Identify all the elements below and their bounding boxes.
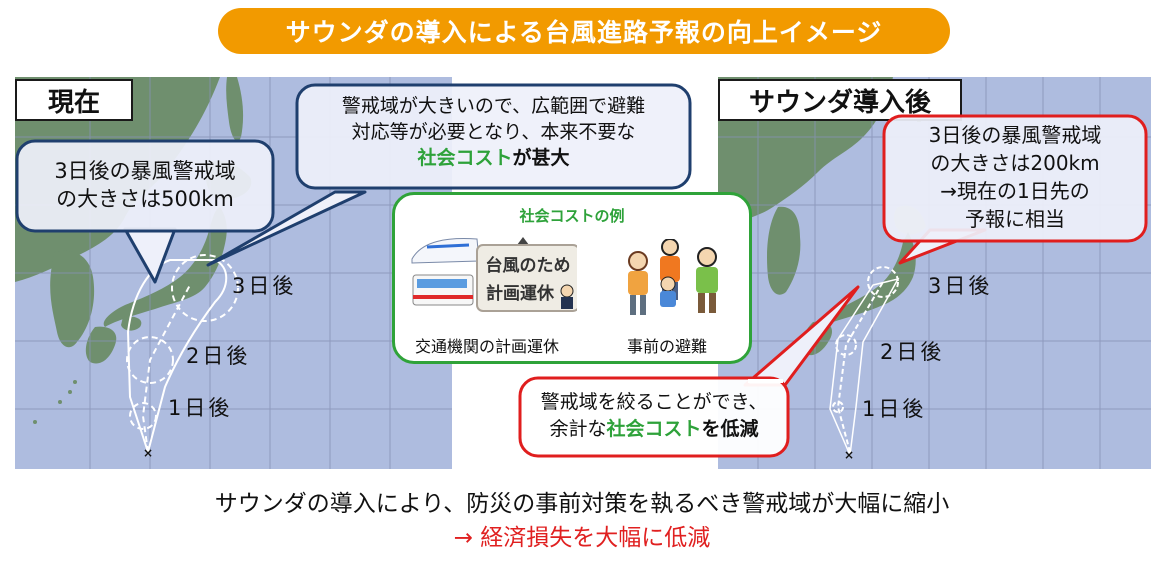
summary-line2: → 経済損失を大幅に低減 <box>453 525 711 551</box>
social-cost-examples: 社会コストの例 台風のため 計画運休 交通機関の計画運休 事前の避難 <box>392 192 752 364</box>
current-warning-line2: の大きさは500km <box>56 187 234 211</box>
after-warning-line2: の大きさは200km <box>930 151 1100 175</box>
right-track-label-day3: 3日後 <box>928 274 993 298</box>
current-warning-line1: 3日後の暴風警戒域 <box>54 159 236 183</box>
current-warning-bubble: 3日後の暴風警戒域 の大きさは500km <box>17 157 273 213</box>
page-title: サウンダの導入による台風進路予報の向上イメージ <box>218 8 950 54</box>
evacuation-illustration <box>628 239 718 315</box>
social-cost-highlight: 社会コスト <box>606 418 702 440</box>
after-warning-line1: 3日後の暴風警戒域 <box>928 123 1102 147</box>
social-cost-bubble: 警戒域が大きいので、広範囲で避難 対応等が必要となり、本来不要な 社会コストが甚… <box>297 93 690 171</box>
sign-line1: 台風のため <box>486 255 571 276</box>
after-sounder-label: サウンダ導入後 <box>718 79 962 121</box>
after-warning-line4: 予報に相当 <box>965 207 1065 231</box>
right-track-label-day2: 2日後 <box>880 340 945 364</box>
typhoon-center-marker: × <box>844 448 854 462</box>
social-cost-highlight: 社会コスト <box>417 147 513 169</box>
examples-title: 社会コストの例 <box>519 207 625 225</box>
summary-line1: サウンダの導入により、防災の事前対策を執るべき警戒域が大幅に縮小 <box>214 491 950 517</box>
left-track-label-day3: 3日後 <box>232 274 297 298</box>
sign-line2: 計画運休 <box>486 283 555 304</box>
reduce-line2: 余計な社会コストを低減 <box>520 416 788 443</box>
reduce-line1: 警戒域を絞ることができ、 <box>540 391 768 413</box>
cost-line3-rest: が甚大 <box>512 147 570 169</box>
cost-line2: 対応等が必要となり、本来不要な <box>351 121 636 143</box>
right-track-label-day1: 1日後 <box>862 397 927 421</box>
caption-advance-evacuation: 事前の避難 <box>627 337 708 356</box>
left-track-label-day2: 2日後 <box>186 344 251 368</box>
train-suspension-illustration: 台風のため 計画運休 <box>411 237 577 312</box>
cost-line3: 社会コストが甚大 <box>297 145 690 171</box>
reduce-cost-bubble: 警戒域を絞ることができ、 余計な社会コストを低減 <box>520 389 788 443</box>
after-warning-bubble: 3日後の暴風警戒域 の大きさは200km →現在の1日先の 予報に相当 <box>884 121 1146 233</box>
left-track-label-day1: 1日後 <box>168 396 233 420</box>
reduce-line2-pre: 余計な <box>549 418 607 440</box>
typhoon-center-marker: × <box>143 446 153 460</box>
current-label: 現在 <box>15 79 133 121</box>
caption-planned-suspension: 交通機関の計画運休 <box>415 337 560 356</box>
cost-line1: 警戒域が大きいので、広範囲で避難 <box>341 95 646 117</box>
reduce-line2-post: を低減 <box>701 418 759 440</box>
after-warning-line3: →現在の1日先の <box>940 179 1090 203</box>
